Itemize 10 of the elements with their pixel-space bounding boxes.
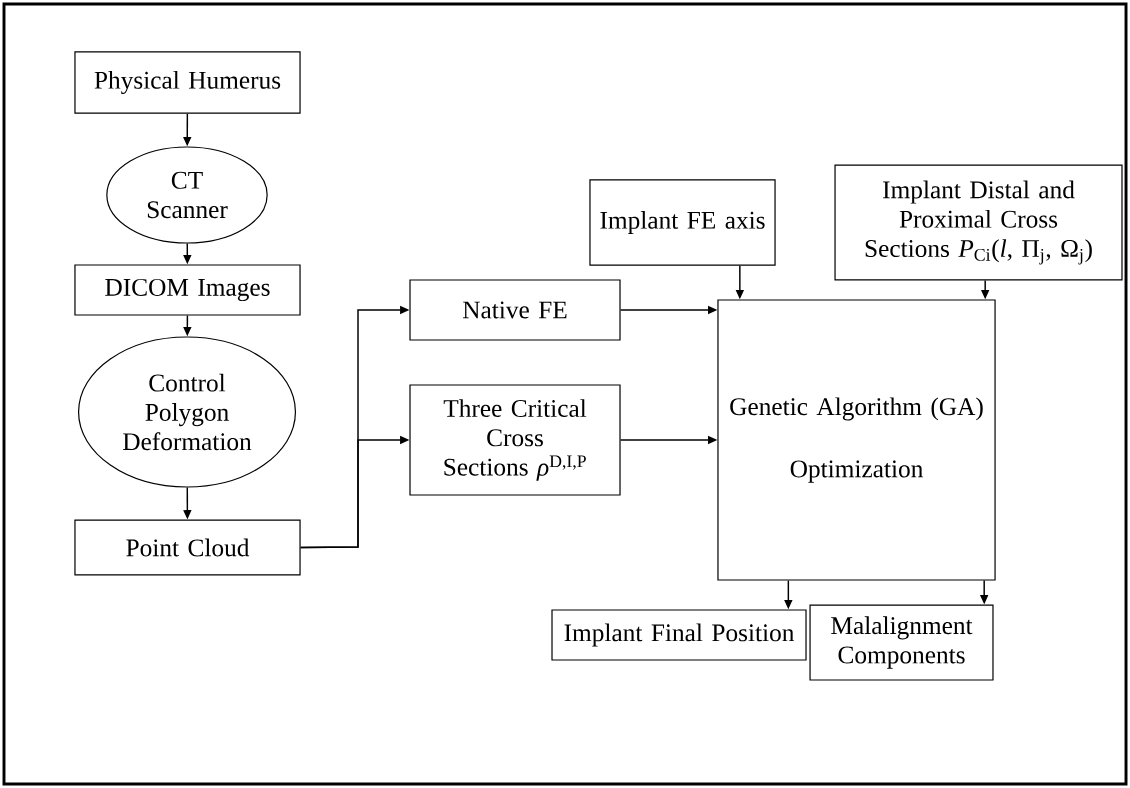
process-box: Three Critical Cross Sections ρ$^{D,I,P}$	[409, 384, 621, 496]
process-box: Physical Humerus	[74, 51, 301, 114]
output-box: Malalignment Components	[809, 604, 994, 681]
optimization-box: Genetic Algorithm (GA) Optimization	[717, 299, 996, 581]
process-box: Native FE	[409, 279, 621, 341]
process-box: DICOM Images	[74, 264, 301, 316]
output-box: Implant Final Position	[551, 609, 807, 661]
input-box: Implant Distal and Proximal Cross Sections P$_{Ci}$(l, Π$_{j}$, Ω$_{j}$)	[834, 164, 1123, 281]
input-box: Implant FE axis	[589, 179, 776, 266]
process-box: Point Cloud	[74, 519, 301, 576]
